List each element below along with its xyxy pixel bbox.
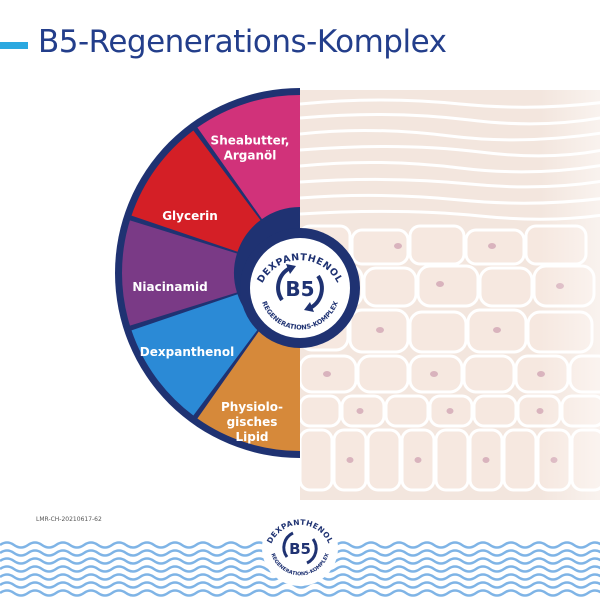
wheel-segment	[121, 220, 237, 326]
segment-label: Sheabutter,Arganöl	[211, 134, 290, 163]
skin-layers-illustration	[300, 90, 600, 500]
footer-badge-b5-text: B5	[289, 540, 311, 558]
segment-label: Glycerin	[162, 209, 218, 223]
badge-arrow-right-icon	[308, 274, 324, 310]
wheel-segment	[197, 326, 300, 451]
title-accent-bar	[0, 42, 28, 49]
badge-b5-text: B5	[285, 277, 314, 301]
segment-label-line: Glycerin	[162, 209, 218, 223]
wheel-segment	[197, 95, 300, 220]
wheel-segment	[131, 294, 261, 416]
badge-disc	[250, 238, 350, 338]
footer-dexpanthenol-badge: DEXPANTHENOL REGENERATIONS-KOMPLEX B5	[262, 510, 338, 586]
badge-arrow-left-icon	[276, 266, 292, 302]
segment-label-line: Sheabutter,	[211, 134, 290, 148]
wheel-segment	[131, 130, 261, 252]
segment-label-line: Lipid	[235, 430, 268, 444]
footer-arrow-left-icon	[282, 531, 294, 558]
ingredient-wheel: Sheabutter,ArganölGlycerinNiacinamidDexp…	[115, 88, 360, 458]
page-title: B5-Regenerations-Komplex	[38, 24, 447, 60]
footer-arrow-right-icon	[306, 538, 318, 565]
segment-label-line: Arganöl	[224, 149, 277, 163]
segment-label-line: gisches	[227, 415, 278, 429]
segment-label: Niacinamid	[132, 280, 207, 294]
reference-code: LMR-CH-20210617-62	[36, 516, 102, 523]
segment-label-line: Dexpanthenol	[140, 345, 234, 359]
segment-label: Dexpanthenol	[140, 345, 234, 359]
segment-label-line: Physiolo-	[221, 400, 283, 414]
segment-label-line: Niacinamid	[132, 280, 207, 294]
